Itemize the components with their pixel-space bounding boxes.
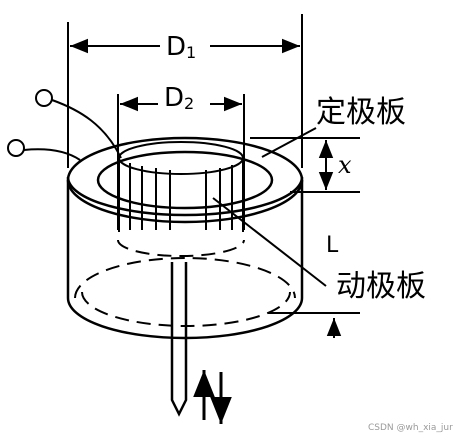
moving-plate-label: 动极板 <box>336 269 426 304</box>
d2-subscript: 2 <box>184 94 194 113</box>
d1-subscript: 1 <box>186 43 196 62</box>
x-label: x <box>338 151 352 179</box>
inner-cylinder <box>118 141 244 232</box>
shaft <box>170 262 188 417</box>
ring-inner-opening <box>96 150 274 210</box>
l-dimension <box>268 312 360 338</box>
watermark: CSDN @wh_xia_jur <box>368 423 453 433</box>
x-dimension <box>250 137 360 193</box>
terminals <box>7 89 122 161</box>
d2-label: D <box>164 83 184 113</box>
fixed-plate-label: 定极板 <box>316 95 406 130</box>
d1-label: D <box>166 32 186 62</box>
l-label: L <box>326 233 339 258</box>
d2-dimension <box>117 94 245 230</box>
leader-lines <box>212 127 327 287</box>
motion-arrows <box>193 370 232 424</box>
